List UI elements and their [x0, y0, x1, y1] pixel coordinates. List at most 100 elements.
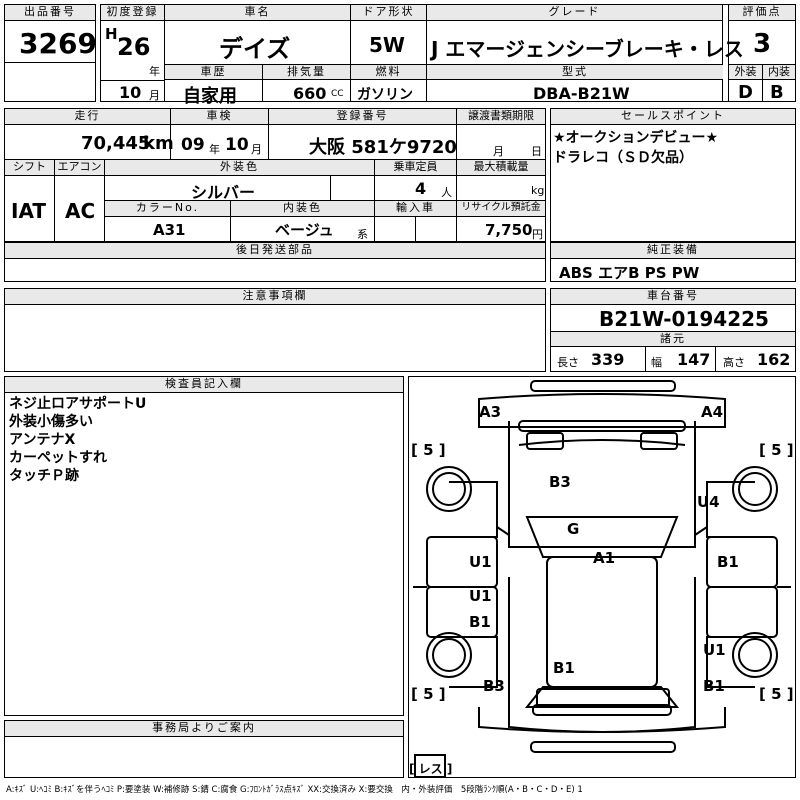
height-label: 高さ	[723, 356, 745, 369]
recycle-label: リサイクル預託金	[457, 201, 545, 217]
grade-value: J エマージェンシーブレーキ・レス	[431, 37, 744, 61]
ext-grade-value: D	[738, 82, 753, 103]
inspector-note-5: タッチＰ跡	[9, 468, 79, 484]
reg-no-label: 登録番号	[269, 109, 457, 125]
mark-u4: U4	[697, 493, 720, 511]
detail-box: 走行 車検 登録番号 譲渡書類期限 70,445 km 09 年 10 月 大阪…	[4, 108, 546, 242]
fuel-label: 燃料	[351, 64, 427, 80]
first-reg-era: H	[105, 25, 118, 43]
lot-number: 3269	[19, 27, 97, 60]
mileage-unit: km	[143, 133, 174, 154]
inspector-note-3: アンテナX	[9, 432, 76, 448]
car-diagram: A3 A4 B3 U4 G A1 U1 B1 U1 B1 U1 B1 B3 B1…	[409, 380, 794, 777]
shift-label: シフト	[5, 160, 55, 176]
car-name-value: デイズ	[219, 35, 291, 63]
length-value: 339	[591, 350, 625, 369]
int-grade-label: 内装	[763, 64, 795, 80]
chassis-value: B21W-0194225	[599, 307, 769, 331]
first-reg-year: 26	[117, 33, 151, 61]
mark-b1-right-rear: B1	[703, 677, 725, 695]
height-value: 162	[757, 350, 791, 369]
door-label: ドア形状	[351, 5, 427, 21]
int-grade-value: B	[770, 82, 784, 103]
displacement-unit: CC	[331, 89, 344, 99]
reg-no-value: 大阪 581ケ9720	[309, 137, 457, 158]
grade-label: グレード	[427, 5, 723, 21]
mark-u1-right-rear: U1	[703, 641, 726, 659]
chassis-label: 車台番号	[551, 289, 795, 305]
transfer-label: 譲渡書類期限	[457, 109, 545, 125]
ext-color-label: 外装色	[105, 160, 375, 176]
mark-u1-left-front: U1	[469, 553, 492, 571]
history-label: 車歴	[165, 64, 263, 80]
int-color-label: 内装色	[231, 201, 375, 217]
color-no-value: A31	[153, 221, 186, 239]
fuel-value: ガソリン	[357, 87, 413, 103]
aircon-value: AC	[65, 199, 96, 223]
aircon-label: エアコン	[55, 160, 105, 176]
max-load-label: 最大積載量	[457, 160, 545, 176]
mark-b1-left-rear: B1	[469, 613, 491, 631]
int-color-value: ベージュ	[275, 221, 334, 239]
tire-front-right: [ 5 ]	[759, 441, 794, 459]
cautions-label: 注意事項欄	[5, 289, 545, 305]
mark-b3-front: B3	[549, 473, 571, 491]
displacement-value: 660	[293, 84, 327, 103]
mark-u1-left-rear: U1	[469, 587, 492, 605]
mark-b3-rear: B3	[483, 677, 505, 695]
inspector-note-4: カーペットすれ	[9, 450, 107, 466]
first-reg-label: 初度登録	[101, 5, 165, 21]
inspector-label: 検査員記入欄	[5, 377, 403, 393]
color-no-label: カラーNo.	[105, 201, 231, 217]
score-value: 3	[753, 29, 772, 59]
max-load-unit: kg	[531, 184, 545, 197]
car-name-label: 車名	[165, 5, 351, 21]
model-label: 型式	[427, 64, 723, 80]
inspector-box: 検査員記入欄 ネジ止ロアサポートU 外装小傷多い アンテナX カーペットすれ タ…	[4, 376, 404, 716]
ext-color-value: シルバー	[191, 183, 256, 202]
legend: A:ｷｽﾞ U:ﾍｺﾐ B:ｷｽﾞを伴うﾍｺﾐ P:要塗装 W:補修跡 S:錆 …	[6, 785, 583, 795]
ext-grade-label: 外装	[729, 64, 763, 80]
recycle-value: 7,750	[485, 221, 533, 239]
main-info-box: 初度登録 車名 ドア形状 グレード 評価点 H 26 年 10 月 デイズ 5W…	[100, 4, 796, 107]
inspection-year-unit: 年	[209, 143, 220, 156]
width-value: 147	[677, 350, 711, 369]
sales-point-box: セールスポイント ★オークションデビュー★ ドラレコ（ＳＤ欠品）	[550, 108, 796, 242]
office-label: 事務局よりご案内	[5, 721, 403, 737]
first-reg-year-unit: 年	[149, 65, 160, 78]
first-reg-month: 10	[119, 83, 142, 102]
recycle-unit: 円	[532, 228, 543, 241]
equipment-label: 純正装備	[551, 243, 795, 259]
length-label: 長さ	[557, 356, 579, 369]
sales-point-line-2: ドラレコ（ＳＤ欠品）	[553, 150, 693, 166]
mark-g: G	[567, 520, 579, 538]
import-label: 輸入車	[375, 201, 457, 217]
mark-a4: A4	[701, 403, 723, 421]
mileage-label: 走行	[5, 109, 171, 125]
transfer-month-unit: 月	[493, 145, 504, 158]
spare-tire: [ レス ]	[409, 762, 452, 776]
capacity-value: 4	[415, 179, 427, 198]
mark-b1-right-front: B1	[717, 553, 739, 571]
inspection-month: 10	[225, 135, 249, 155]
sales-point-line-1: ★オークションデビュー★	[553, 130, 719, 146]
mark-b1-rear-center: B1	[553, 659, 575, 677]
width-label: 幅	[651, 356, 662, 369]
later-parts-box: 後日発送部品	[4, 242, 546, 282]
door-value: 5W	[369, 33, 405, 57]
chassis-box: 車台番号 B21W-0194225 諸元 長さ 339 幅 147 高さ 162	[550, 288, 796, 372]
score-label: 評価点	[729, 5, 795, 21]
tire-front-left: [ 5 ]	[411, 441, 446, 459]
lot-box: 出品番号 3269	[4, 4, 97, 102]
inspection-month-unit: 月	[251, 143, 262, 156]
dims-label: 諸元	[551, 331, 795, 347]
mark-a3: A3	[479, 403, 501, 421]
inspection-year: 09	[181, 135, 205, 155]
model-value: DBA-B21W	[533, 84, 630, 103]
shift-value: IAT	[11, 199, 47, 223]
first-reg-month-unit: 月	[149, 89, 160, 102]
office-box: 事務局よりご案内	[4, 720, 404, 778]
car-diagram-box: A3 A4 B3 U4 G A1 U1 B1 U1 B1 U1 B1 B3 B1…	[408, 376, 796, 778]
tire-rear-left: [ 5 ]	[411, 685, 446, 703]
displacement-label: 排気量	[263, 64, 351, 80]
